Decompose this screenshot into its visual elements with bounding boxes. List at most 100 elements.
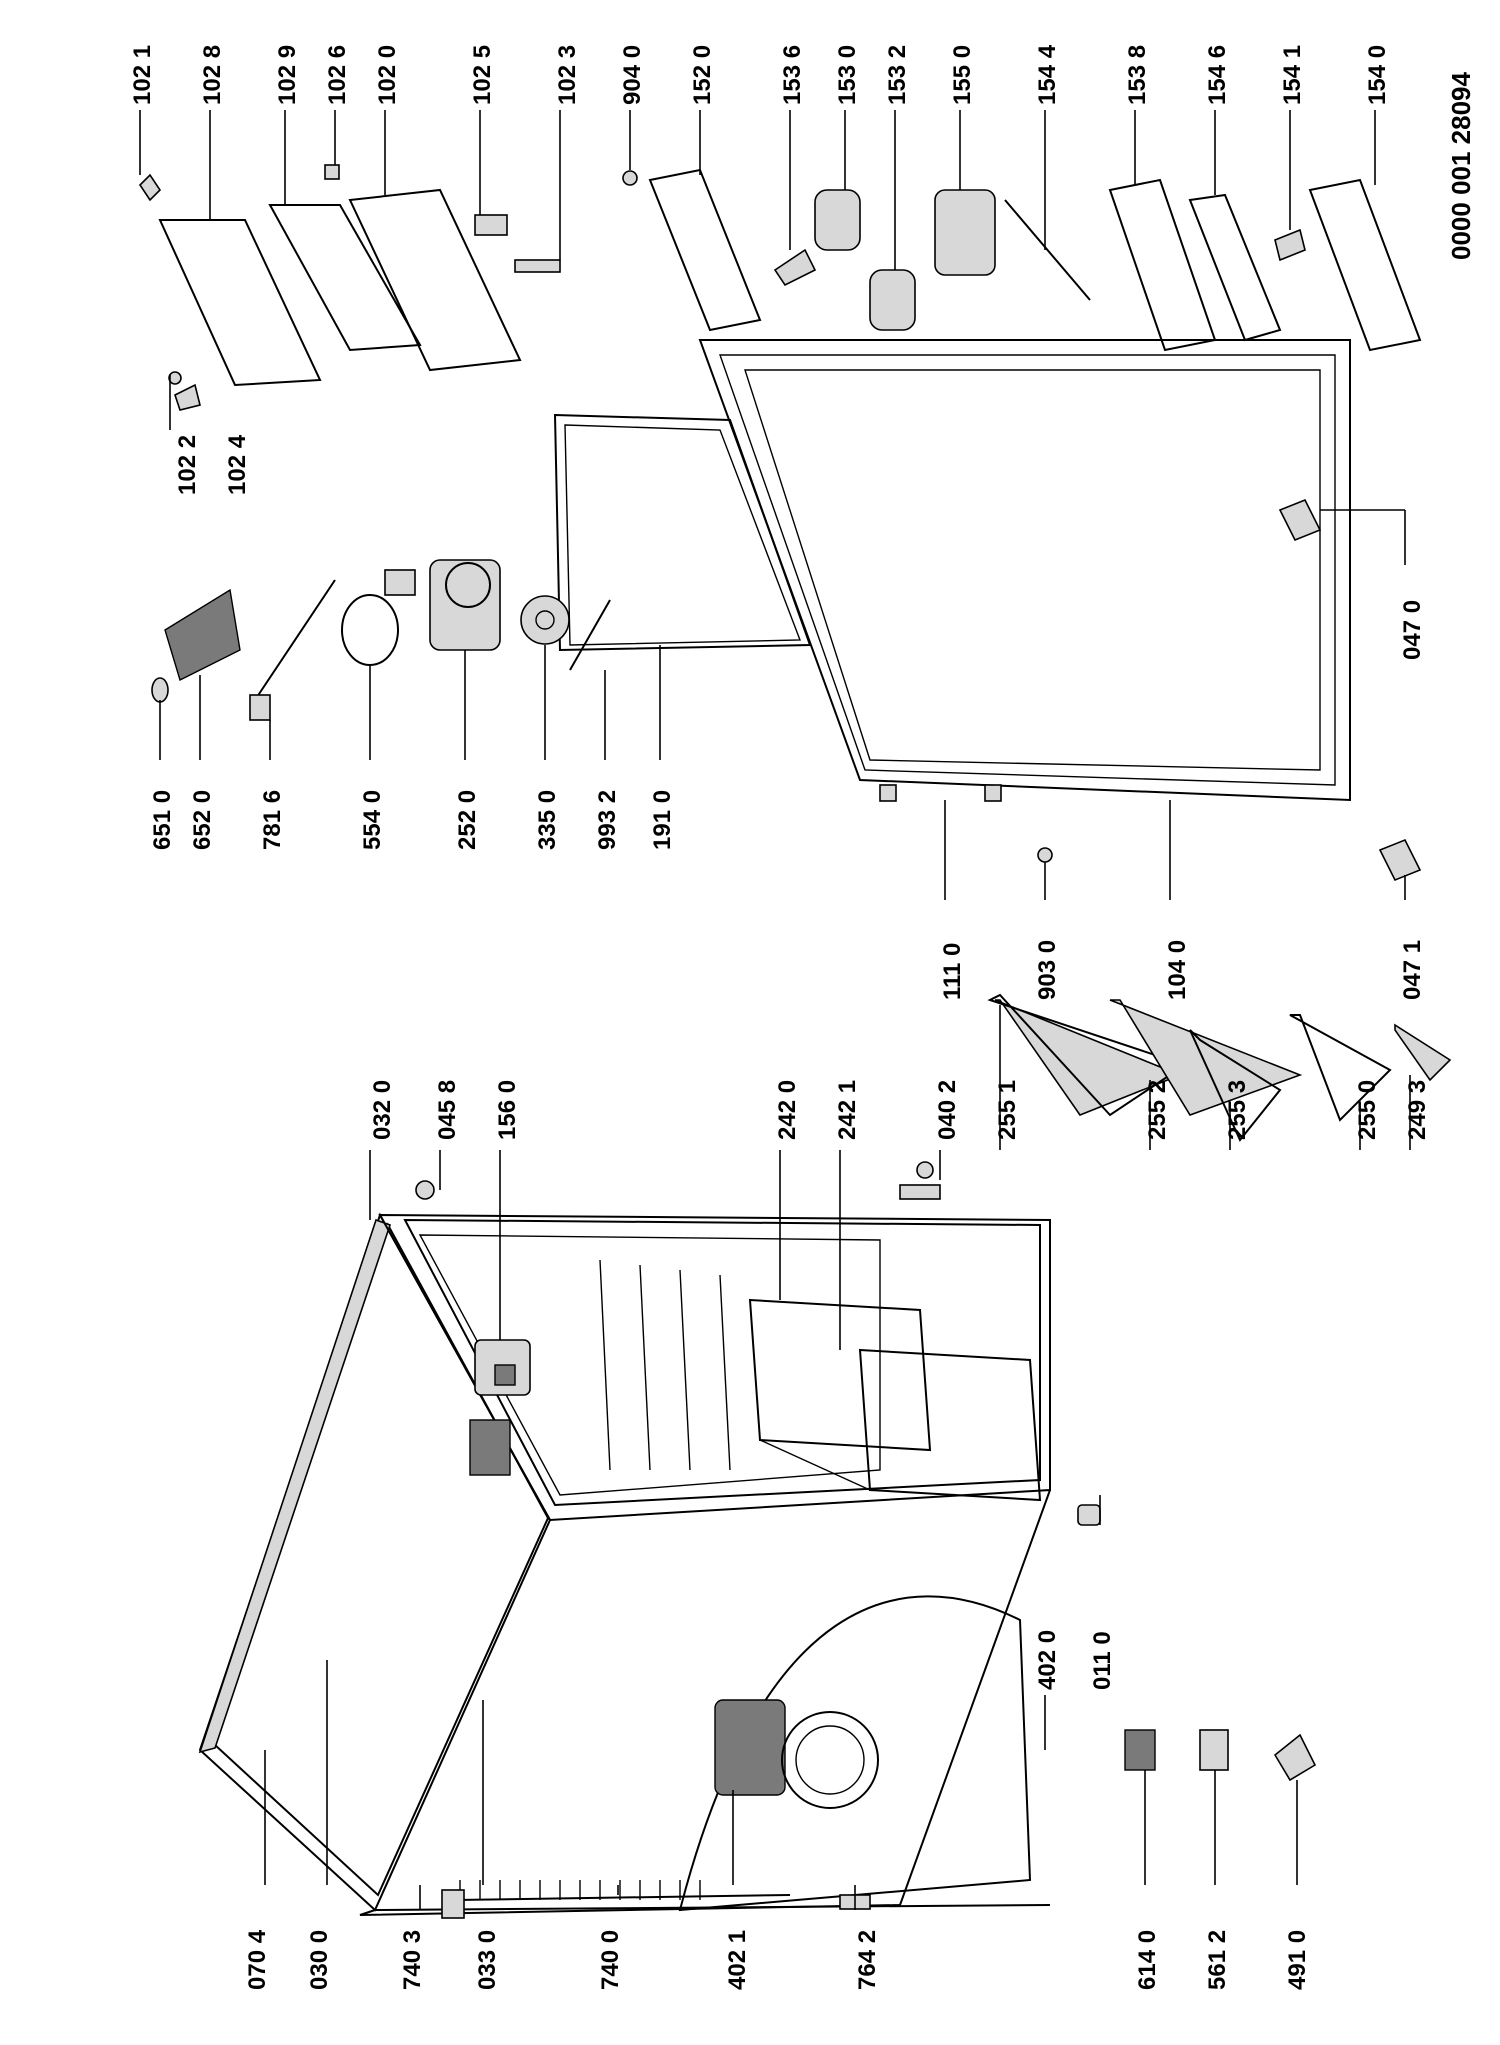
label-032-0: 032 0 — [369, 1080, 396, 1140]
hinge-040-2 — [899, 1184, 941, 1200]
part-102-3 — [514, 259, 561, 273]
clip-154-1 — [1274, 228, 1306, 262]
cabinet-assembly — [198, 1161, 1101, 1919]
label-011-0: 011 0 — [1089, 1631, 1116, 1690]
label-070-4: 070 4 — [244, 1929, 271, 1990]
shelf-255-0 — [1289, 1014, 1392, 1122]
label-047-1: 047 1 — [1399, 940, 1426, 1000]
part-102-2 — [168, 371, 182, 385]
label-402-0: 402 0 — [1034, 1630, 1061, 1690]
compressor-402-0 — [781, 1711, 879, 1809]
control-parts — [151, 559, 611, 721]
gasket-191 — [553, 413, 812, 652]
label-040-2: 040 2 — [934, 1080, 961, 1140]
hinge-111-b — [984, 784, 1002, 802]
pin-903 — [1037, 847, 1053, 863]
label-554-0: 554 0 — [359, 790, 386, 850]
label-252-0: 252 0 — [454, 790, 481, 850]
rail-154-6 — [1188, 193, 1282, 342]
cabinet-inner-back — [418, 1234, 881, 1496]
egg-holder-153-2 — [869, 269, 916, 331]
label-152-0: 152 0 — [689, 45, 716, 105]
accessories — [1124, 1729, 1317, 1782]
rod-781 — [254, 579, 336, 701]
relay-402-1 — [714, 1699, 786, 1796]
label-255-1: 255 1 — [994, 1080, 1021, 1140]
leader-lines — [139, 110, 1411, 1910]
lamp-cover-554 — [341, 594, 399, 666]
label-030-0: 030 0 — [306, 1930, 333, 1990]
label-191-0: 191 0 — [649, 790, 676, 850]
document-number: 0000 001 28094 — [1446, 71, 1476, 260]
label-255-2: 255 2 — [1144, 1080, 1171, 1140]
crisper-drawer-242-1 — [858, 1348, 1042, 1502]
label-652-0: 652 0 — [189, 790, 216, 850]
shelf-trim-249-3 — [1394, 1023, 1452, 1082]
label-903-0: 903 0 — [1034, 940, 1061, 1000]
screw-904 — [622, 170, 638, 186]
label-156-0: 156 0 — [494, 1080, 521, 1140]
label-242-0: 242 0 — [774, 1080, 801, 1140]
condenser-coils — [459, 1880, 701, 1900]
condenser-740 — [454, 1894, 791, 1901]
label-402-1: 402 1 — [724, 1930, 751, 1990]
label-102-9: 102 9 — [274, 45, 301, 105]
shelves — [987, 993, 1452, 1142]
label-102-4: 102 4 — [224, 434, 251, 495]
label-102-8: 102 8 — [199, 45, 226, 105]
label-561 — [1199, 1729, 1229, 1771]
bin-154-0 — [1308, 178, 1422, 352]
foot-011 — [1077, 1504, 1101, 1526]
label-154-1: 154 1 — [1279, 45, 1306, 105]
knob-651 — [151, 677, 169, 703]
frame-102-8 — [158, 219, 322, 387]
bin-152 — [648, 168, 762, 332]
screw-045-8 — [415, 1180, 435, 1200]
labels-top-right: 102 1 102 8 102 9 102 6 102 0 102 5 102 … — [129, 44, 1391, 105]
label-153-2: 153 2 — [884, 45, 911, 105]
thermostat-box-252 — [429, 559, 501, 651]
label-104-0: 104 0 — [1164, 940, 1191, 1000]
label-740-3: 740 3 — [399, 1930, 426, 1990]
hinge-047-1 — [1378, 838, 1422, 882]
label-111-0: 111 0 — [939, 943, 966, 1000]
knob-335 — [520, 595, 570, 645]
label-993-2: 993 2 — [594, 790, 621, 850]
label-561-2: 561 2 — [1204, 1930, 1231, 1990]
label-102-5: 102 5 — [469, 45, 496, 105]
clip-102-1 — [138, 173, 162, 202]
label-153-0: 153 0 — [834, 45, 861, 105]
door-104 — [698, 339, 1351, 802]
label-249-3: 249 3 — [1404, 1080, 1431, 1140]
label-740-0: 740 0 — [597, 1930, 624, 1990]
filter-740-3 — [441, 1889, 465, 1919]
shelf-255-2 — [1109, 999, 1303, 1116]
label-102-6: 102 6 — [324, 45, 351, 105]
shelf-255-3 — [1189, 1029, 1282, 1142]
label-033-0: 033 0 — [474, 1930, 501, 1990]
cabinet-side — [359, 1489, 1051, 1916]
clip-102-6 — [324, 164, 340, 180]
bin-153-8 — [1108, 178, 1217, 352]
label-255-3: 255 3 — [1224, 1080, 1251, 1140]
frame-102-9 — [268, 204, 422, 352]
hinge-111-a — [879, 784, 897, 802]
label-153-8: 153 8 — [1124, 45, 1151, 105]
hinge-047-0 — [1278, 498, 1322, 542]
labels-middle: 651 0 652 0 781 6 554 0 252 0 335 0 993 … — [149, 434, 1426, 1000]
label-154-4: 154 4 — [1034, 44, 1061, 105]
label-255-0: 255 0 — [1354, 1080, 1381, 1140]
label-045-8: 045 8 — [434, 1080, 461, 1140]
labels-cabinet-top: 032 0 045 8 156 0 242 0 242 1 040 2 255 … — [369, 1080, 1431, 1140]
label-904-0: 904 0 — [619, 45, 646, 105]
door-assembly — [553, 339, 1422, 882]
label-102-3: 102 3 — [554, 45, 581, 105]
lamp-housing — [469, 1419, 511, 1476]
label-047-0: 047 0 — [1399, 600, 1426, 660]
label-154-6: 154 6 — [1204, 45, 1231, 105]
part-102-4 — [174, 383, 201, 411]
egg-holder-153-0 — [814, 189, 861, 251]
label-781-6: 781 6 — [259, 790, 286, 850]
label-153-6: 153 6 — [779, 45, 806, 105]
